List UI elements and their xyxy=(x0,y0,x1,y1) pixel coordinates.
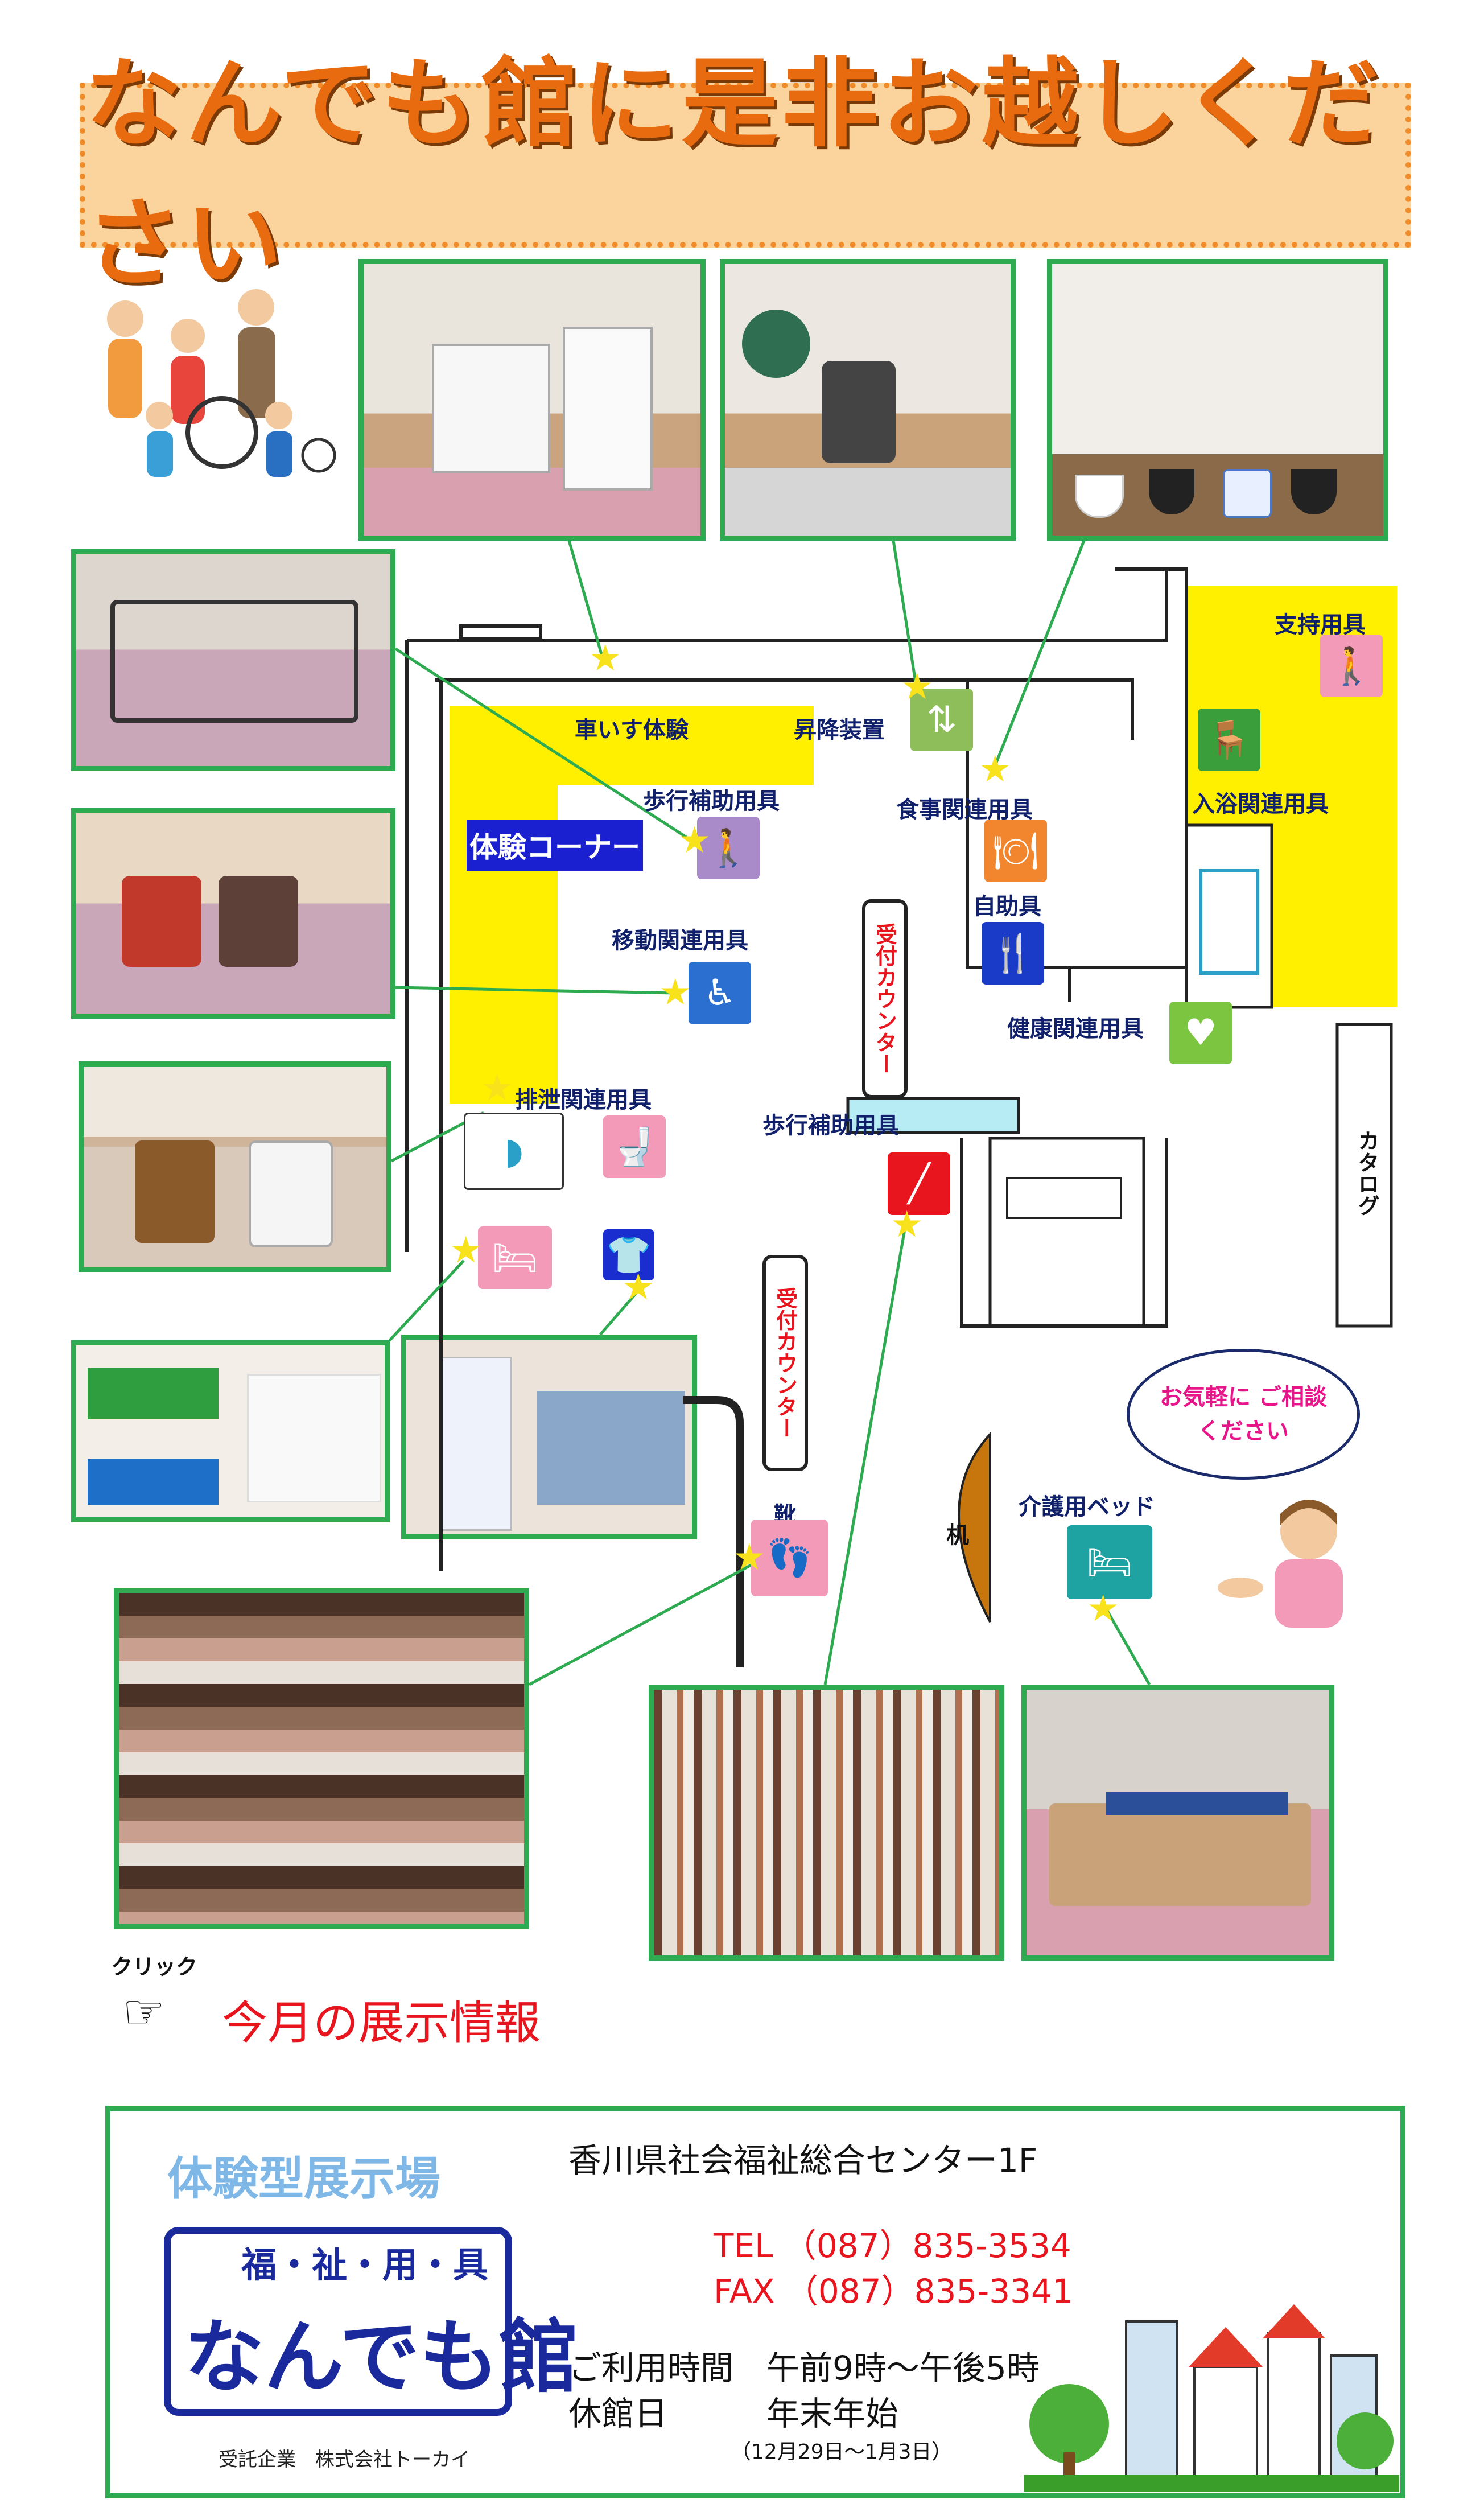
family-illustration xyxy=(91,285,341,489)
reception-counter-2-label: 受付カウンター xyxy=(772,1287,798,1439)
venue-type: 体験型展示場 xyxy=(167,2152,440,2205)
tel: TEL （087）835-3534 xyxy=(714,2226,1071,2265)
photo-wheelchair-trial[interactable] xyxy=(358,259,706,541)
bedding-icon[interactable]: 🛏 xyxy=(478,1226,552,1289)
shoes-icon[interactable]: 👣 xyxy=(751,1520,828,1596)
toilet-icon[interactable]: 🚽 xyxy=(603,1115,666,1178)
self-help-utensils-icon[interactable]: 🍴 xyxy=(982,922,1044,985)
label-walking-aid-1: 歩行補助用具 xyxy=(643,788,780,814)
click-small-label: クリック xyxy=(111,1954,198,1979)
mobility-wheelchair-icon[interactable]: ♿ xyxy=(689,962,751,1024)
label-walking-aid-2: 歩行補助用具 xyxy=(762,1113,899,1139)
star-marker: ★ xyxy=(901,666,934,708)
closed-dates: （12月29日～1月3日） xyxy=(731,2440,953,2464)
care-bed-icon[interactable]: 🛏 xyxy=(1067,1525,1152,1599)
label-desk: 机 xyxy=(946,1522,969,1549)
receptionist-illustration xyxy=(1218,1491,1366,1628)
photo-bedding-aids[interactable] xyxy=(71,1340,390,1522)
label-mobility: 移動関連用具 xyxy=(612,928,748,954)
speech-bubble: お気軽に ご相談ください xyxy=(1127,1349,1360,1480)
logo-main: なんでも館 xyxy=(184,2311,579,2404)
reception-counter-1: 受付カウンター xyxy=(862,899,908,1098)
star-marker: ★ xyxy=(659,971,692,1014)
walking-aid-icon[interactable]: 🚶 xyxy=(697,817,760,879)
title-banner: なんでも館に是非お越しください xyxy=(80,48,1411,300)
label-catalog: カタログ xyxy=(1354,1130,1379,1216)
star-marker: ★ xyxy=(678,820,711,862)
page-title: なんでも館に是非お越しください xyxy=(85,48,1383,300)
star-marker: ★ xyxy=(481,1067,514,1109)
star-marker: ★ xyxy=(979,748,1012,790)
photo-excretion-aids[interactable] xyxy=(79,1061,391,1272)
photo-clothing[interactable] xyxy=(401,1335,697,1539)
star-marker: ★ xyxy=(891,1204,924,1246)
label-lift: 昇降装置 xyxy=(794,717,885,743)
trial-corner-sign: 体験コーナー xyxy=(467,820,643,871)
support-icon[interactable]: 🚶 xyxy=(1320,635,1383,697)
pointing-hand-icon[interactable]: ☞ xyxy=(122,1984,166,2040)
label-self-help: 自助具 xyxy=(973,893,1041,920)
label-care-bed: 介護用ベッド xyxy=(1019,1494,1155,1520)
label-meal: 食事関連用具 xyxy=(896,797,1033,823)
photo-lift-device[interactable] xyxy=(720,259,1016,541)
star-marker: ★ xyxy=(622,1266,655,1308)
trial-corner-label: 体験コーナー xyxy=(469,831,640,864)
hours: ご利用時間 午前9時～午後5時 xyxy=(568,2349,1040,2387)
meal-icon[interactable]: 🍽 xyxy=(984,820,1047,882)
bath-chair-icon[interactable]: 🪑 xyxy=(1198,709,1260,771)
fax: FAX （087）835-3341 xyxy=(714,2272,1073,2311)
label-support: 支持用具 xyxy=(1275,612,1366,638)
star-marker: ★ xyxy=(1087,1588,1120,1630)
lift-icon[interactable]: ⇅ xyxy=(910,689,973,751)
urinal-icon: ◗ xyxy=(464,1113,564,1190)
label-bath: 入浴関連用具 xyxy=(1192,791,1329,817)
photo-care-bed[interactable] xyxy=(1021,1685,1334,1961)
photo-meal-aids[interactable] xyxy=(1047,259,1388,541)
clothing-icon[interactable]: 👕 xyxy=(603,1229,654,1280)
star-marker: ★ xyxy=(450,1229,483,1271)
monthly-exhibit-link[interactable]: 今月の展示情報 xyxy=(222,1996,541,2049)
closed: 休館日 年末年始 xyxy=(568,2394,899,2433)
label-health: 健康関連用具 xyxy=(1007,1016,1144,1042)
cane-icon[interactable]: ╱ xyxy=(888,1152,950,1215)
consignee: 受託企業 株式会社トーカイ xyxy=(219,2448,470,2471)
address: 香川県社会福祉総合センター1F xyxy=(568,2141,1038,2180)
speech-text: お気軽に ご相談ください xyxy=(1160,1384,1327,1444)
photo-shoes[interactable] xyxy=(114,1588,529,1929)
logo: 福・祉・用・具 なんでも館 xyxy=(156,2219,579,2424)
label-wheelchair-trial: 車いす体験 xyxy=(575,717,689,743)
photo-walking-aids[interactable] xyxy=(71,549,395,771)
health-icon[interactable]: ♥ xyxy=(1169,1002,1232,1064)
reception-counter-2: 受付カウンター xyxy=(762,1255,808,1471)
logo-top: 福・祉・用・具 xyxy=(241,2244,489,2286)
photo-canes[interactable] xyxy=(649,1685,1004,1961)
photo-mobility-aids[interactable] xyxy=(71,808,395,1019)
star-marker: ★ xyxy=(733,1537,766,1579)
info-box: 体験型展示場 福・祉・用・具 なんでも館 受託企業 株式会社トーカイ 香川県社会… xyxy=(105,2106,1405,2498)
town-illustration xyxy=(1024,2299,1399,2492)
star-marker: ★ xyxy=(589,637,622,680)
label-excretion: 排泄関連用具 xyxy=(515,1087,652,1113)
reception-counter-1-label: 受付カウンター xyxy=(872,923,897,1074)
